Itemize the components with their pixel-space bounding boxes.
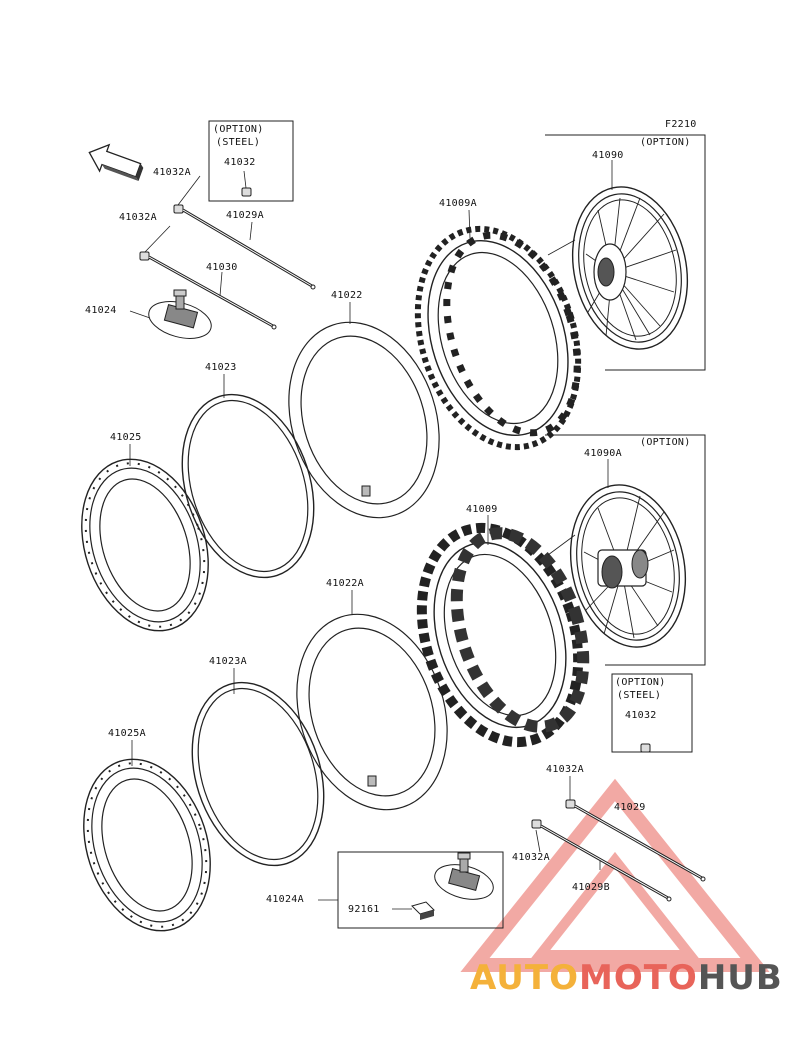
label-41029: 41029 bbox=[614, 802, 646, 813]
rim-lock-41024 bbox=[148, 289, 212, 339]
rim-41025 bbox=[81, 458, 209, 632]
part-92161-icon bbox=[411, 901, 435, 920]
spoke-nipple-41032-top bbox=[241, 187, 252, 197]
label-41032A-c: 41032A bbox=[546, 764, 584, 775]
spoke-41029B bbox=[531, 819, 672, 902]
watermark-text: AUTOMOTOHUB bbox=[470, 958, 783, 998]
option-label-top: (OPTION) bbox=[213, 124, 264, 135]
watermark-hub: HUB bbox=[697, 958, 783, 998]
spoke-41030 bbox=[139, 251, 277, 330]
spoke-41029 bbox=[565, 799, 706, 882]
inner-tube-41022A bbox=[296, 613, 448, 811]
label-41032A-a: 41032A bbox=[153, 167, 191, 178]
option-label-41090: (OPTION) bbox=[640, 137, 691, 148]
rim-band-41023 bbox=[181, 393, 315, 579]
label-41024: 41024 bbox=[85, 305, 117, 316]
figure-code: F2210 bbox=[665, 119, 697, 130]
label-41032A-b: 41032A bbox=[119, 212, 157, 223]
label-41022: 41022 bbox=[331, 290, 363, 301]
label-41032A-d: 41032A bbox=[512, 852, 550, 863]
watermark-logo-triangle bbox=[460, 778, 770, 972]
label-41025A: 41025A bbox=[108, 728, 146, 739]
label-41029B: 41029B bbox=[572, 882, 610, 893]
label-41032-top: 41032 bbox=[224, 157, 256, 168]
leader-lines bbox=[129, 160, 613, 910]
rim-41025A bbox=[83, 758, 211, 932]
tire-41009A bbox=[414, 225, 582, 451]
option-box-41090 bbox=[545, 134, 706, 371]
tire-41009 bbox=[416, 522, 590, 748]
front-arrow-icon bbox=[88, 143, 144, 182]
label-41032-bottom: 41032 bbox=[625, 710, 657, 721]
steel-label-top: (STEEL) bbox=[216, 137, 261, 148]
spoke-nipple-41032-bottom bbox=[640, 743, 651, 753]
rim-lock-41024A bbox=[434, 852, 494, 900]
label-41009: 41009 bbox=[466, 504, 498, 515]
option-steel-box-top bbox=[208, 120, 294, 202]
wheel-assembly-41090 bbox=[571, 186, 689, 350]
label-41029A: 41029A bbox=[226, 210, 264, 221]
label-41090A: 41090A bbox=[584, 448, 622, 459]
spoke-41029A bbox=[173, 204, 316, 290]
steel-label-bottom: (STEEL) bbox=[617, 690, 662, 701]
watermark-auto: AUTO bbox=[470, 958, 579, 998]
label-41022A: 41022A bbox=[326, 578, 364, 589]
label-41023A: 41023A bbox=[209, 656, 247, 667]
label-41009A: 41009A bbox=[439, 198, 477, 209]
label-41024A: 41024A bbox=[266, 894, 304, 905]
label-92161: 92161 bbox=[348, 904, 380, 915]
watermark-moto: MOTO bbox=[578, 958, 698, 998]
option-label-41090A: (OPTION) bbox=[640, 437, 691, 448]
label-41090: 41090 bbox=[592, 150, 624, 161]
option-steel-box-bottom bbox=[611, 673, 693, 753]
rim-band-41023A bbox=[191, 681, 325, 867]
label-41023: 41023 bbox=[205, 362, 237, 373]
option-box-41090A bbox=[545, 434, 706, 666]
wheel-assembly-41090A bbox=[569, 484, 687, 648]
label-41025: 41025 bbox=[110, 432, 142, 443]
label-41030: 41030 bbox=[206, 262, 238, 273]
option-label-bottom: (OPTION) bbox=[615, 677, 666, 688]
tube-kit-box bbox=[337, 851, 504, 929]
inner-tube-41022 bbox=[288, 321, 440, 519]
